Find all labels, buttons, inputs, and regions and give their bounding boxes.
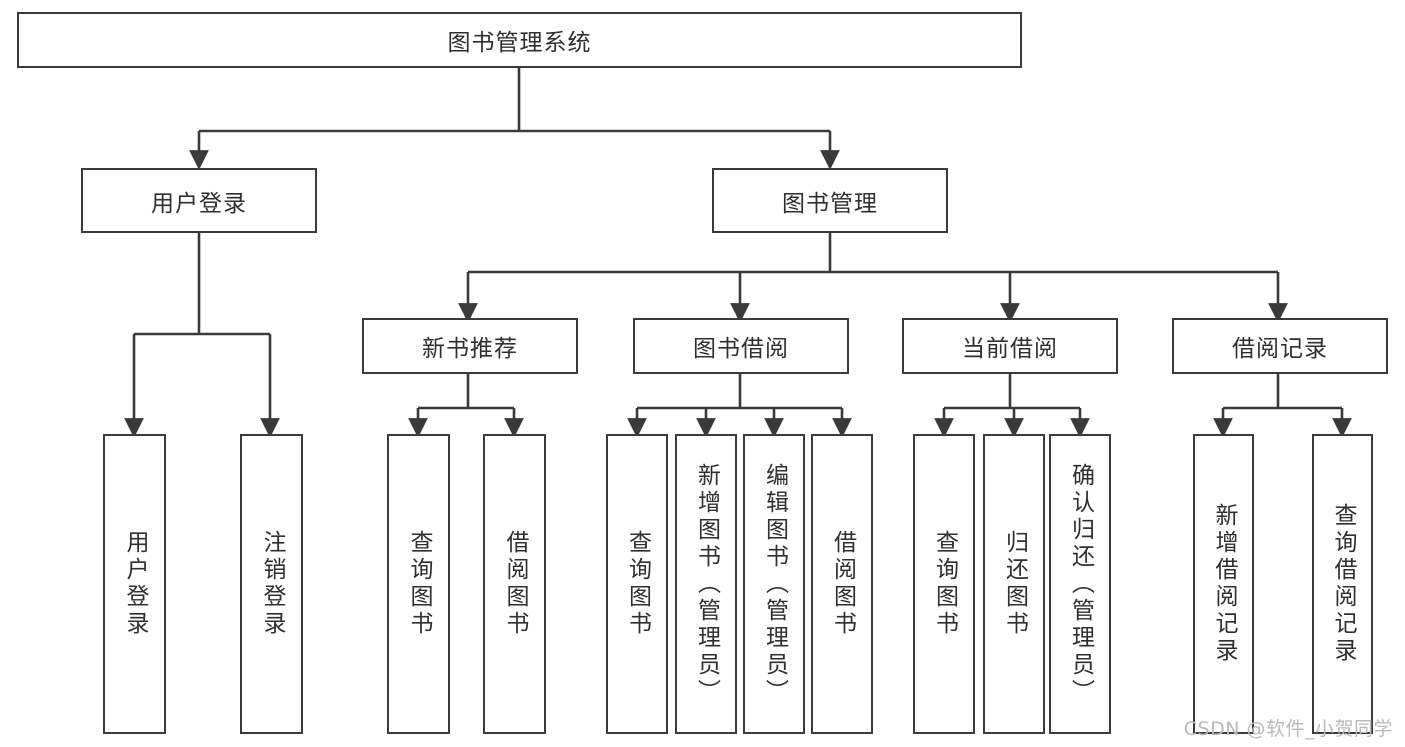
leaf-book-borrow-add[interactable]: 新增图书（管理员）	[675, 434, 737, 734]
leaf-current-borrow-query[interactable]: 查询图书	[913, 434, 975, 734]
node-book-borrow[interactable]: 图书借阅	[633, 318, 849, 374]
leaf-book-borrow-add-label: 新增图书（管理员）	[693, 462, 720, 706]
leaf-book-borrow-borrow[interactable]: 借阅图书	[811, 434, 873, 734]
leaf-borrow-record-query[interactable]: 查询借阅记录	[1312, 434, 1373, 734]
leaf-current-borrow-return[interactable]: 归还图书	[983, 434, 1045, 734]
leaf-user-login-logout-label: 注销登录	[259, 530, 285, 638]
node-book-management[interactable]: 图书管理	[712, 168, 948, 233]
leaf-borrow-record-add[interactable]: 新增借阅记录	[1193, 434, 1254, 734]
leaf-borrow-record-add-label: 新增借阅记录	[1211, 503, 1237, 665]
node-user-login[interactable]: 用户登录	[81, 168, 317, 233]
watermark-text: CSDN @软件_小贺同学	[1183, 718, 1393, 740]
leaf-new-book-borrow-label: 借阅图书	[502, 530, 528, 638]
node-borrow-record-label: 借阅记录	[1232, 336, 1328, 362]
leaf-new-book-query-label: 查询图书	[406, 530, 432, 638]
leaf-current-borrow-query-label: 查询图书	[931, 530, 958, 638]
leaf-book-borrow-edit-label: 编辑图书（管理员）	[761, 462, 788, 706]
leaf-borrow-record-query-label: 查询借阅记录	[1330, 503, 1356, 665]
leaf-current-borrow-confirm[interactable]: 确认归还（管理员）	[1049, 434, 1111, 734]
node-current-borrow[interactable]: 当前借阅	[902, 318, 1118, 374]
node-book-management-label: 图书管理	[782, 190, 878, 217]
node-new-book-recommend-label: 新书推荐	[422, 336, 518, 362]
leaf-current-borrow-confirm-label: 确认归还（管理员）	[1067, 462, 1094, 706]
leaf-book-borrow-borrow-label: 借阅图书	[829, 530, 856, 638]
leaf-user-login-logout[interactable]: 注销登录	[240, 434, 303, 734]
leaf-book-borrow-query[interactable]: 查询图书	[606, 434, 668, 734]
leaf-new-book-borrow[interactable]: 借阅图书	[483, 434, 546, 734]
leaf-book-borrow-query-label: 查询图书	[624, 530, 651, 638]
node-root[interactable]: 图书管理系统	[17, 12, 1022, 68]
leaf-user-login-login[interactable]: 用户登录	[103, 434, 166, 734]
leaf-current-borrow-return-label: 归还图书	[1001, 530, 1028, 638]
node-borrow-record[interactable]: 借阅记录	[1172, 318, 1388, 374]
node-user-login-label: 用户登录	[151, 190, 247, 217]
node-book-borrow-label: 图书借阅	[693, 336, 789, 362]
leaf-new-book-query[interactable]: 查询图书	[387, 434, 450, 734]
leaf-user-login-login-label: 用户登录	[122, 530, 148, 638]
node-root-label: 图书管理系统	[447, 30, 592, 56]
node-new-book-recommend[interactable]: 新书推荐	[362, 318, 578, 374]
leaf-book-borrow-edit[interactable]: 编辑图书（管理员）	[743, 434, 805, 734]
node-current-borrow-label: 当前借阅	[962, 336, 1058, 362]
